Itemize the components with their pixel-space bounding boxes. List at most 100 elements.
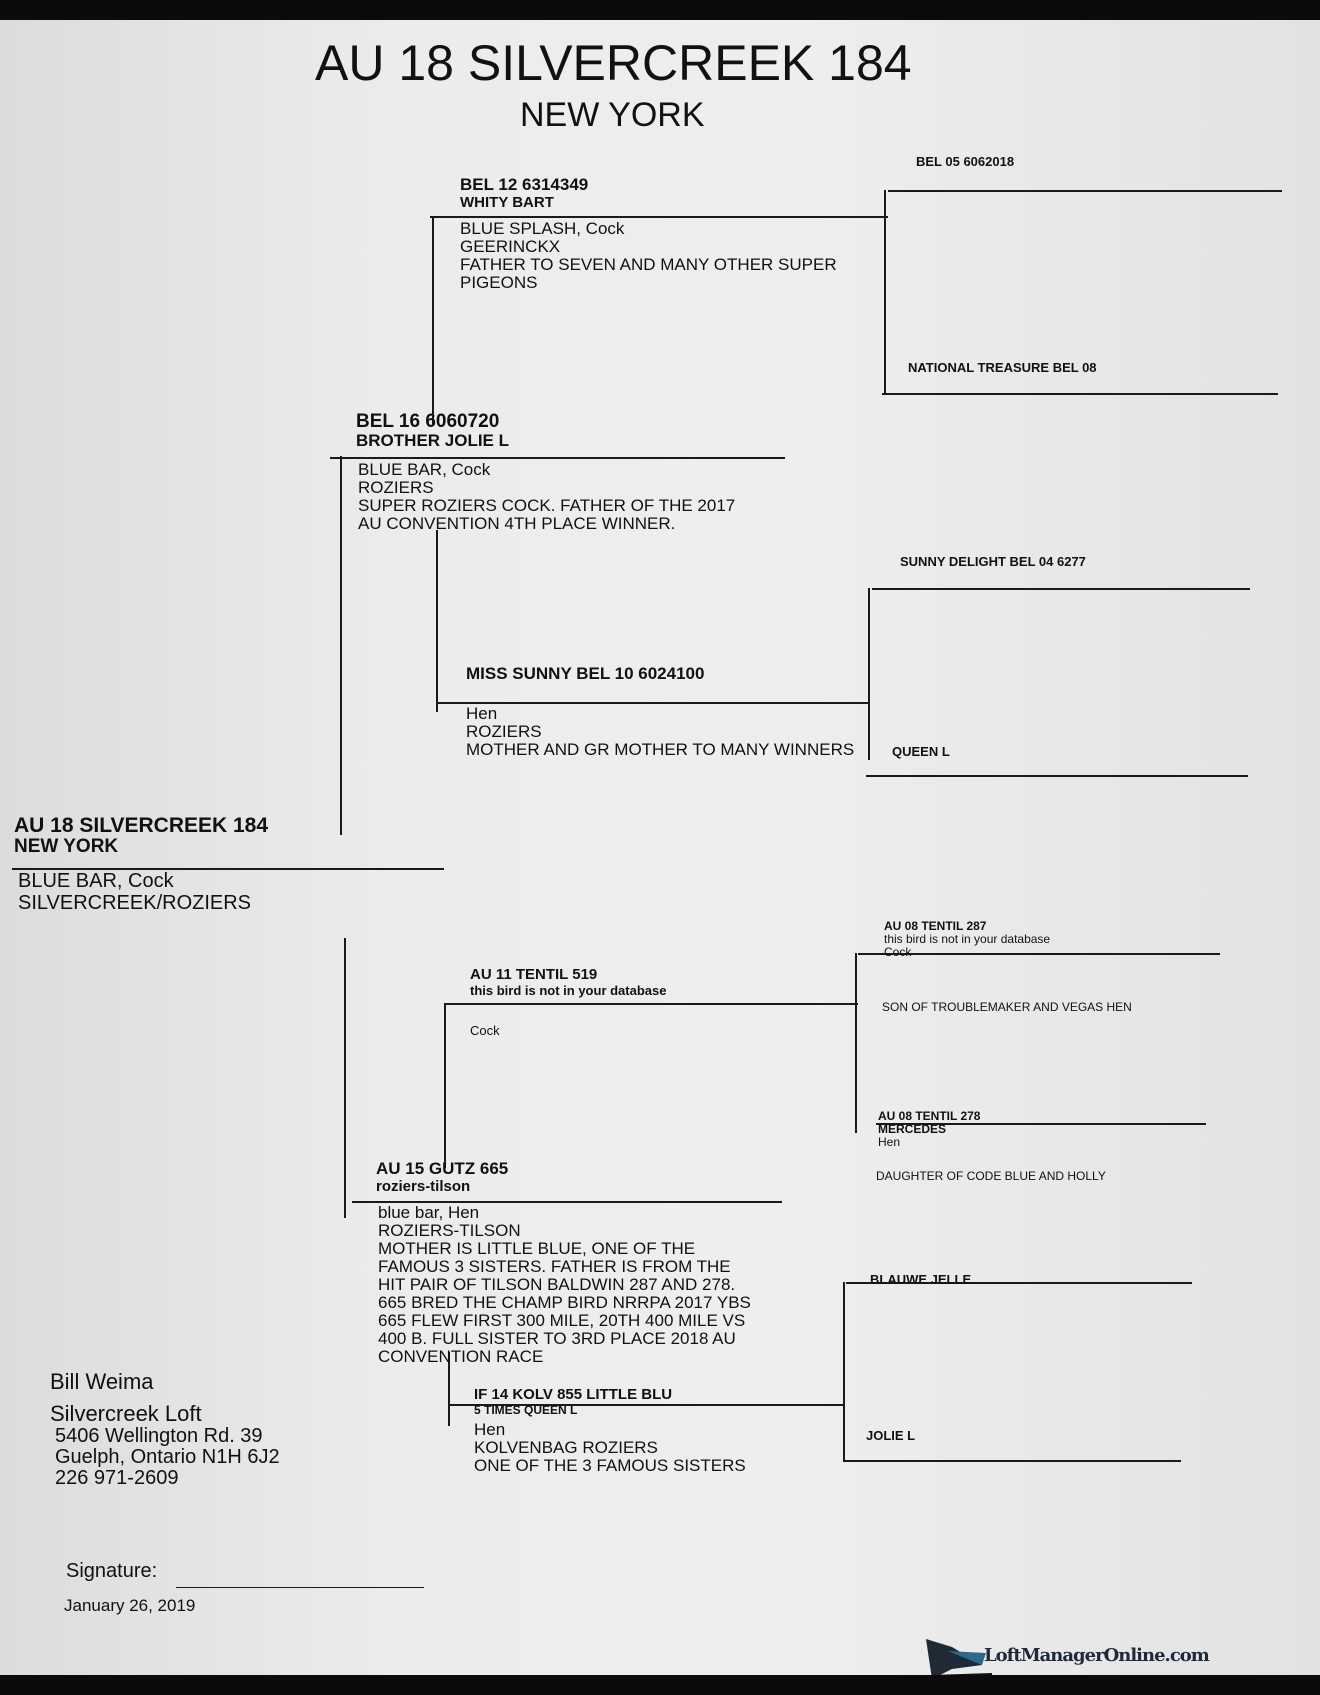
- owner-address-1: 5406 Wellington Rd. 39: [55, 1425, 263, 1447]
- dam-note-2: FAMOUS 3 SISTERS. FATHER IS FROM THE: [378, 1257, 731, 1276]
- sire-dam-connector: [436, 530, 438, 712]
- sire-sire-line: [430, 216, 888, 218]
- dam-dam-parents-connector: [843, 1282, 845, 1462]
- sire-dam-parents-connector: [868, 588, 870, 760]
- sire-sire-strain: GEERINCKX: [460, 237, 561, 256]
- dam-sire-name: this bird is not in your database: [470, 983, 667, 998]
- dam-note-4: 665 BRED THE CHAMP BIRD NRRPA 2017 YBS: [378, 1293, 751, 1312]
- dam-block: AU 15 GUTZ 665 roziers-tilson: [376, 1159, 509, 1196]
- sire-sire-dam-band: NATIONAL TREASURE BEL 08: [908, 360, 1097, 375]
- dam-sire-sire-band: AU 08 TENTIL 287: [884, 919, 987, 933]
- sire-sire-name: WHITY BART: [460, 194, 554, 211]
- dam-dam-sire-band: BLAUWE JELLE: [870, 1272, 972, 1287]
- dam-sire-dam-line: [876, 1123, 1206, 1125]
- dam-line: [352, 1201, 782, 1203]
- dam-strain: ROZIERS-TILSON: [378, 1221, 521, 1240]
- subject-name: NEW YORK: [14, 836, 119, 857]
- dam-dam-note-1: ONE OF THE 3 FAMOUS SISTERS: [474, 1456, 746, 1475]
- dam-sire-dam-color-sex: Hen: [878, 1135, 901, 1149]
- subject-dam-connector: [344, 938, 346, 1218]
- dam-sire-sire-note: SON OF TROUBLEMAKER AND VEGAS HEN: [882, 1000, 1132, 1014]
- owner-phone: 226 971-2609: [55, 1467, 179, 1489]
- subject-sire-connector: [340, 456, 342, 835]
- subject-color-sex: BLUE BAR, Cock: [18, 870, 174, 892]
- sire-band: BEL 16 6060720: [356, 411, 500, 432]
- dam-dam-details: Hen KOLVENBAG ROZIERS ONE OF THE 3 FAMOU…: [474, 1421, 746, 1475]
- owner-address-block: 5406 Wellington Rd. 39 Guelph, Ontario N…: [55, 1426, 280, 1489]
- dam-sire-dam-block: AU 08 TENTIL 278 MERCEDES Hen: [878, 1110, 980, 1149]
- dam-dam-name: 5 TIMES QUEEN L: [474, 1403, 578, 1417]
- dam-dam-dam-band: JOLIE L: [866, 1428, 916, 1443]
- sire-sire-dam-line: [882, 393, 1278, 395]
- sire-dam-sire-band: SUNNY DELIGHT BEL 04 6277: [900, 554, 1086, 569]
- subject-block: AU 18 SILVERCREEK 184 NEW YORK: [14, 815, 268, 857]
- dam-dam-dam-line: [843, 1460, 1181, 1462]
- dam-note-6: 400 B. FULL SISTER TO 3RD PLACE 2018 AU: [378, 1329, 736, 1348]
- page-subtitle: NEW YORK: [520, 96, 705, 134]
- dam-details: blue bar, Hen ROZIERS-TILSON MOTHER IS L…: [378, 1204, 751, 1366]
- signature-line: [176, 1587, 424, 1588]
- subject-band: AU 18 SILVERCREEK 184: [14, 814, 269, 837]
- sire-dam-details: Hen ROZIERS MOTHER AND GR MOTHER TO MANY…: [466, 705, 854, 759]
- subject-line: [12, 868, 444, 870]
- dam-sire-sire-name: this bird is not in your database: [884, 932, 1051, 946]
- subject-details: BLUE BAR, Cock SILVERCREEK/ROZIERS: [18, 870, 251, 914]
- sire-dam-line: [436, 702, 870, 704]
- sire-name: BROTHER JOLIE L: [356, 431, 510, 450]
- dam-note-1: MOTHER IS LITTLE BLUE, ONE OF THE: [378, 1239, 696, 1258]
- sire-sire-note-1: FATHER TO SEVEN AND MANY OTHER SUPER: [460, 255, 837, 274]
- sire-details: BLUE BAR, Cock ROZIERS SUPER ROZIERS COC…: [358, 461, 735, 533]
- sire-line: [330, 457, 785, 459]
- sire-sire-band: BEL 12 6314349: [460, 175, 589, 194]
- owner-loft: Silvercreek Loft: [50, 1401, 202, 1426]
- dam-sire-dam-band: AU 08 TENTIL 278: [878, 1109, 981, 1123]
- owner-address-2: Guelph, Ontario N1H 6J2: [55, 1446, 280, 1468]
- dam-sire-sire-color-sex: Cock: [884, 945, 912, 959]
- dam-band: AU 15 GUTZ 665: [376, 1159, 509, 1178]
- dam-sire-sire-block: AU 08 TENTIL 287 this bird is not in you…: [884, 920, 1050, 959]
- sire-dam-color-sex: Hen: [466, 704, 498, 723]
- sire-sire-connector: [432, 216, 434, 424]
- dam-sire-dam-note: DAUGHTER OF CODE BLUE AND HOLLY: [876, 1169, 1106, 1183]
- sire-dam-dam-line: [866, 775, 1248, 777]
- sire-sire-sire-band: BEL 05 6062018: [916, 154, 1015, 169]
- owner-name: Bill Weima: [50, 1369, 154, 1394]
- sire-note-1: SUPER ROZIERS COCK. FATHER OF THE 2017: [358, 496, 736, 515]
- dam-sire-line: [444, 1003, 858, 1005]
- dam-dam-connector: [448, 1352, 450, 1426]
- loft-manager-logo: LoftManagerOnline.com: [922, 1635, 1210, 1683]
- dam-sire-block: AU 11 TENTIL 519 this bird is not in you…: [470, 966, 666, 998]
- dam-sire-color-sex: Cock: [470, 1023, 500, 1038]
- sire-color-sex: BLUE BAR, Cock: [358, 460, 491, 479]
- sire-block: BEL 16 6060720 BROTHER JOLIE L: [356, 412, 509, 450]
- sire-dam-dam-band: QUEEN L: [892, 744, 950, 759]
- dam-dam-sire-line: [846, 1282, 1192, 1284]
- dam-sire-dam-name: MERCEDES: [878, 1122, 947, 1136]
- sire-dam-band: MISS SUNNY BEL 10 6024100: [466, 664, 705, 683]
- dam-name: roziers-tilson: [376, 1178, 471, 1195]
- screen-bezel-bottom: [0, 1675, 1320, 1695]
- sire-sire-color-sex: BLUE SPLASH, Cock: [460, 219, 625, 238]
- signature-date: January 26, 2019: [64, 1596, 196, 1615]
- sire-sire-sire-line: [888, 190, 1282, 192]
- dam-dam-block: IF 14 KOLV 855 LITTLE BLU 5 TIMES QUEEN …: [474, 1386, 672, 1418]
- dam-sire-connector: [444, 1003, 446, 1168]
- dam-note-5: 665 FLEW FIRST 300 MILE, 20TH 400 MILE V…: [378, 1311, 746, 1330]
- sire-note-2: AU CONVENTION 4TH PLACE WINNER.: [358, 514, 676, 533]
- sire-strain: ROZIERS: [358, 478, 434, 497]
- dam-color-sex: blue bar, Hen: [378, 1203, 480, 1222]
- dam-dam-strain: KOLVENBAG ROZIERS: [474, 1438, 658, 1457]
- sire-dam-note-1: MOTHER AND GR MOTHER TO MANY WINNERS: [466, 740, 855, 759]
- dam-note-3: HIT PAIR OF TILSON BALDWIN 287 AND 278.: [378, 1275, 736, 1294]
- dam-dam-line: [448, 1404, 844, 1406]
- sire-sire-note-2: PIGEONS: [460, 273, 538, 292]
- page-title: AU 18 SILVERCREEK 184: [315, 35, 912, 91]
- sire-sire-details: BLUE SPLASH, Cock GEERINCKX FATHER TO SE…: [460, 220, 837, 292]
- dam-dam-band: IF 14 KOLV 855 LITTLE BLU: [474, 1386, 673, 1403]
- dam-dam-color-sex: Hen: [474, 1420, 506, 1439]
- dam-sire-sire-line: [858, 953, 1220, 955]
- sire-dam-sire-line: [872, 588, 1250, 590]
- subject-strain: SILVERCREEK/ROZIERS: [18, 892, 252, 914]
- dam-sire-band: AU 11 TENTIL 519: [470, 966, 598, 983]
- pedigree-sheet: AU 18 SILVERCREEK 184 NEW YORK AU 18 SIL…: [0, 20, 1320, 1681]
